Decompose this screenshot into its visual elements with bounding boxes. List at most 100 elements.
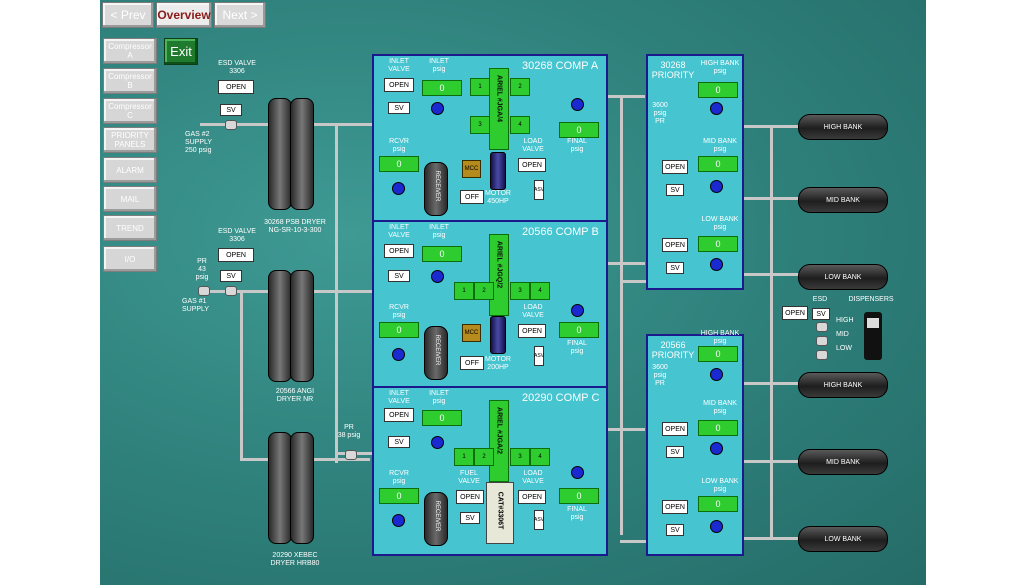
- comp-c-inlet-indicator-icon: [431, 436, 444, 449]
- comp-a-inlet-open-button[interactable]: OPEN: [384, 78, 414, 92]
- priority1-mid-sv-button[interactable]: SV: [666, 184, 684, 196]
- comp-b-final-label: FINAL psig: [567, 340, 587, 355]
- dispensers-label: DISPENSERS: [848, 296, 894, 303]
- priority1-low-value: 0: [698, 236, 738, 252]
- comp-a-ariel-label: ARIEL #JGA/4: [495, 75, 503, 122]
- storage-tank-5: MID BANK: [798, 449, 888, 475]
- comp-a-sv-button[interactable]: SV: [388, 102, 410, 114]
- pipe: [335, 290, 373, 293]
- sidebar-mail[interactable]: MAIL: [103, 186, 157, 212]
- comp-b-final-value: 0: [559, 322, 599, 338]
- comp-b-title: 20566 COMP B: [522, 226, 599, 238]
- dryer-tower-icon: [290, 270, 314, 382]
- prev-button[interactable]: < Prev: [102, 2, 154, 28]
- comp-a-cylinder-2: 2: [510, 78, 530, 96]
- priority1-high-label: HIGH BANK psig: [700, 60, 740, 75]
- comp-b-asv-button[interactable]: ASV: [534, 346, 544, 366]
- gas1-sv-button[interactable]: SV: [220, 270, 242, 282]
- comp-b-load-open-button[interactable]: OPEN: [518, 324, 546, 338]
- dispenser-high-valve-icon: [816, 322, 828, 332]
- priority2-high-indicator-icon: [710, 368, 723, 381]
- fuel-pump-display-icon: [867, 318, 879, 328]
- dryer-tower-icon: [268, 98, 292, 210]
- priority2-title: 20566 PRIORITY: [651, 340, 695, 360]
- comp-a-load-open-button[interactable]: OPEN: [518, 158, 546, 172]
- priority2-mid-indicator-icon: [710, 442, 723, 455]
- pipe: [240, 290, 243, 460]
- comp-c-panel: 20290 COMP C INLET VALVE INLET psig OPEN…: [372, 386, 608, 556]
- comp-c-inlet-open-button[interactable]: OPEN: [384, 408, 414, 422]
- sidebar-trend[interactable]: TREND: [103, 215, 157, 241]
- comp-b-receiver-icon: RECEIVER: [424, 326, 448, 380]
- comp-c-cylinder-1: 1: [454, 448, 474, 466]
- priority2-low-label: LOW BANK psig: [701, 478, 739, 493]
- comp-c-load-open-button[interactable]: OPEN: [518, 490, 546, 504]
- comp-b-cylinder-2: 2: [474, 282, 494, 300]
- comp-c-sv-button[interactable]: SV: [388, 436, 410, 448]
- next-button[interactable]: Next >: [214, 2, 266, 28]
- comp-b-ariel-label: ARIEL #JGQ/2: [495, 240, 503, 289]
- comp-b-compressor-block: ARIEL #JGQ/2: [489, 234, 509, 316]
- comp-a-off-button[interactable]: OFF: [460, 190, 484, 204]
- comp-b-mcc-icon: MCC: [462, 324, 481, 342]
- dryer3-pr-valve-icon: [345, 450, 357, 460]
- storage-tank-4: HIGH BANK: [798, 372, 888, 398]
- comp-a-inlet-valve-label: INLET VALVE: [388, 58, 410, 73]
- dryer3-pr-label: PR 38 psig: [337, 424, 361, 439]
- sidebar-compressor-c[interactable]: Compressor C: [103, 98, 157, 124]
- comp-a-final-label: FINAL psig: [567, 138, 587, 153]
- priority1-low-sv-button[interactable]: SV: [666, 262, 684, 274]
- gas2-open-button[interactable]: OPEN: [218, 80, 254, 94]
- comp-a-rcvr-indicator-icon: [392, 182, 405, 195]
- comp-c-final-value: 0: [559, 488, 599, 504]
- comp-a-cylinder-4: 4: [510, 116, 530, 134]
- priority2-low-open-button[interactable]: OPEN: [662, 500, 688, 514]
- comp-b-inlet-open-button[interactable]: OPEN: [384, 244, 414, 258]
- comp-a-mcc-icon: MCC: [462, 160, 481, 178]
- comp-c-cylinder-2: 2: [474, 448, 494, 466]
- overview-button[interactable]: Overview: [156, 2, 212, 28]
- sidebar-compressor-a[interactable]: Compressor A: [103, 38, 157, 64]
- priority1-title: 30268 PRIORITY: [651, 60, 695, 80]
- storage-tank-3: LOW BANK: [798, 264, 888, 290]
- comp-c-asv-button[interactable]: ASV: [534, 510, 544, 530]
- comp-c-compressor-block: ARIEL #JGA/2: [489, 400, 509, 482]
- comp-a-cylinder-3: 3: [470, 116, 490, 134]
- comp-c-fuel-sv-button[interactable]: SV: [460, 512, 480, 524]
- pipe: [605, 95, 645, 98]
- comp-b-motor-label: MOTOR 200HP: [485, 356, 511, 371]
- comp-b-off-button[interactable]: OFF: [460, 356, 484, 370]
- priority-30268-panel: 30268 PRIORITY 3600 psig PR HIGH BANK ps…: [646, 54, 744, 290]
- gas2-sv-button[interactable]: SV: [220, 104, 242, 116]
- comp-b-cylinder-3: 3: [510, 282, 530, 300]
- dispenser-sv-button[interactable]: SV: [812, 308, 830, 320]
- priority2-low-sv-button[interactable]: SV: [666, 524, 684, 536]
- comp-b-rcvr-label: RCVR psig: [389, 304, 409, 319]
- sidebar-compressor-b[interactable]: Compressor B: [103, 68, 157, 94]
- comp-a-asv-button[interactable]: ASV: [534, 180, 544, 200]
- dryer-tower-icon: [268, 432, 292, 544]
- gas1-esd-label: ESD VALVE 3306: [218, 228, 256, 243]
- gas1-open-button[interactable]: OPEN: [218, 248, 254, 262]
- dryer-tower-icon: [290, 432, 314, 544]
- dispenser-open-button[interactable]: OPEN: [782, 306, 808, 320]
- gas1-pr-label: PR 43 psig: [195, 258, 209, 281]
- dryer3-label: 20290 XEBEC DRYER HRB80: [270, 552, 320, 567]
- sidebar-priority-panels[interactable]: PRIORITY PANELS: [103, 127, 157, 153]
- comp-b-inlet-psig-value: 0: [422, 246, 462, 262]
- priority1-low-open-button[interactable]: OPEN: [662, 238, 688, 252]
- comp-b-inlet-psig-label: INLET psig: [429, 224, 449, 239]
- priority2-mid-open-button[interactable]: OPEN: [662, 422, 688, 436]
- comp-b-sv-button[interactable]: SV: [388, 270, 410, 282]
- exit-button[interactable]: Exit: [164, 38, 198, 65]
- comp-c-cylinder-3: 3: [510, 448, 530, 466]
- priority2-mid-sv-button[interactable]: SV: [666, 446, 684, 458]
- comp-a-cylinder-1: 1: [470, 78, 490, 96]
- comp-c-fuel-open-button[interactable]: OPEN: [456, 490, 484, 504]
- pipe: [620, 540, 650, 543]
- pipe: [620, 95, 623, 535]
- sidebar-alarm[interactable]: ALARM: [103, 157, 157, 183]
- sidebar-io[interactable]: I/O: [103, 246, 157, 272]
- priority1-mid-open-button[interactable]: OPEN: [662, 160, 688, 174]
- priority2-pr-label: 3600 psig PR: [652, 364, 668, 387]
